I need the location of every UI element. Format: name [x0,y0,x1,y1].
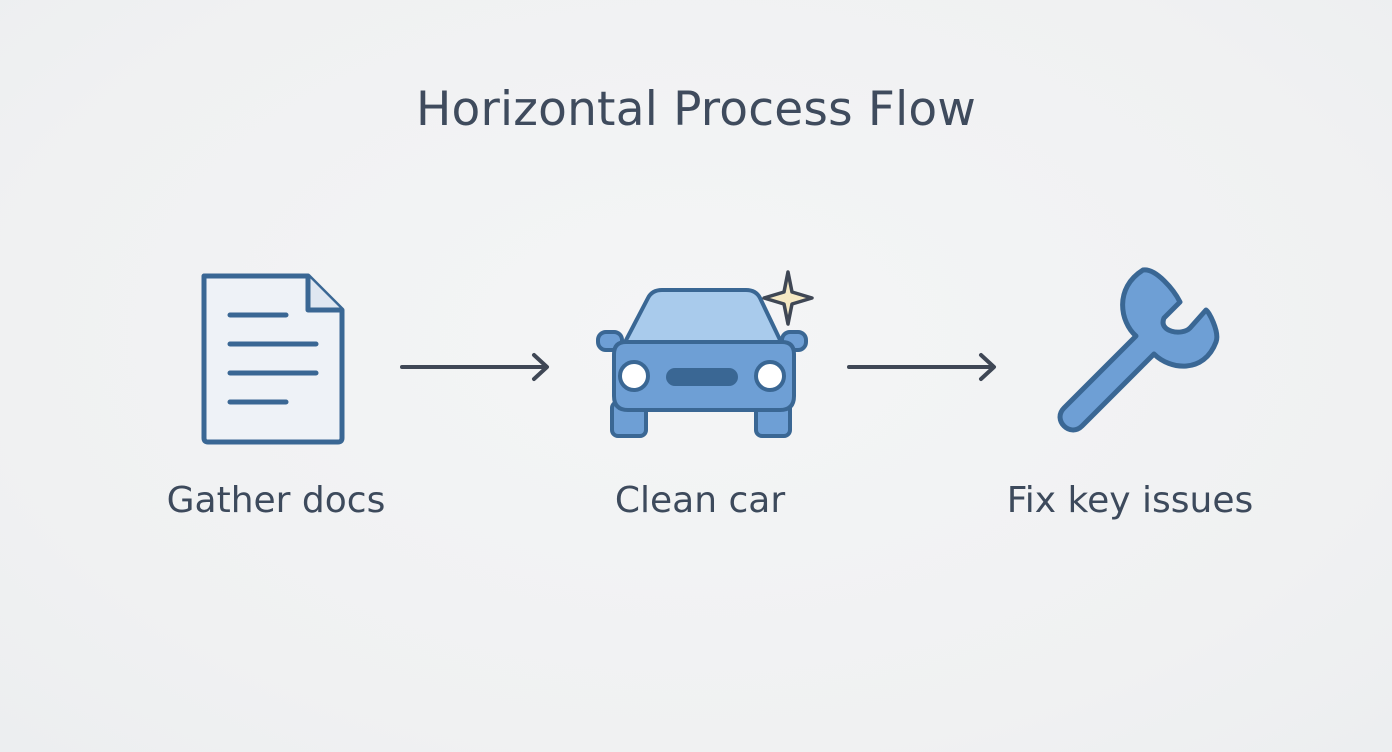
step-label-clean-car: Clean car [614,480,786,521]
car-icon [596,270,814,438]
step-label-gather-docs: Gather docs [166,480,386,521]
flow-arrow-1 [400,353,549,381]
diagram-title: Horizontal Process Flow [415,82,977,137]
document-icon [201,273,345,445]
step-label-fix-key-issues: Fix key issues [1006,480,1254,521]
wrench-icon [1057,267,1220,433]
flow-arrow-2 [847,353,996,381]
